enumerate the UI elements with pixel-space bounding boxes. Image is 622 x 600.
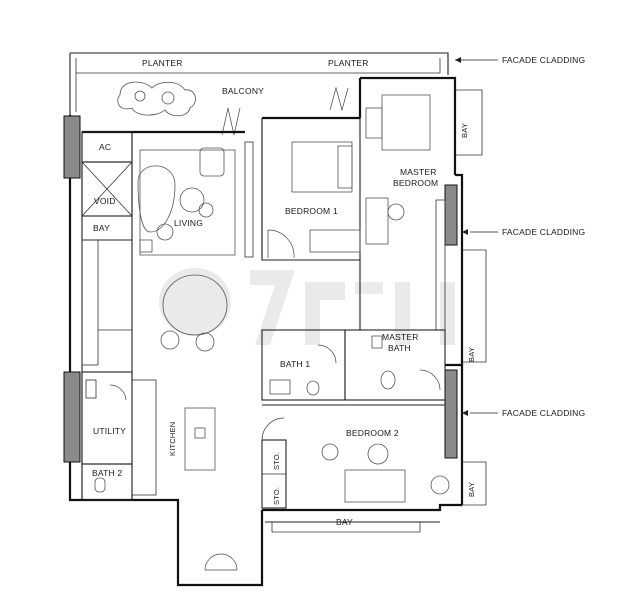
label-bay-right-bottom: BAY: [467, 482, 476, 497]
facade-cladding: [63, 115, 458, 463]
label-bath2: BATH 2: [92, 468, 122, 478]
label-bedroom2: BEDROOM 2: [346, 428, 399, 438]
room-labels: PLANTER PLANTER BALCONY AC VOID BAY LIVI…: [92, 58, 476, 527]
label-living: LIVING: [174, 218, 203, 228]
label-master-bedroom-2: BEDROOM: [393, 178, 438, 188]
label-bay-master: BAY: [460, 123, 469, 138]
annotation-facade-cladding-middle: FACADE CLADDING: [502, 227, 585, 237]
label-balcony: BALCONY: [222, 86, 264, 96]
living-furniture: [137, 141, 254, 352]
label-master-bath-1: MASTER: [382, 332, 419, 342]
watermark-logo: [159, 268, 455, 345]
balcony-area: [69, 52, 449, 136]
label-bay-bottom: BAY: [336, 517, 353, 527]
label-planter-right: PLANTER: [328, 58, 369, 68]
bedroom2-block: [261, 404, 450, 509]
label-bedroom1: BEDROOM 1: [285, 206, 338, 216]
label-bath1: BATH 1: [280, 359, 310, 369]
leader-lines: [455, 57, 498, 416]
label-void: VOID: [94, 196, 116, 206]
bay-windows: [271, 89, 487, 533]
annotation-labels: FACADE CLADDING FACADE CLADDING FACADE C…: [502, 55, 585, 418]
label-sto-upper: STO.: [272, 452, 281, 470]
label-bay-left: BAY: [93, 223, 110, 233]
label-master-bedroom-1: MASTER: [400, 167, 437, 177]
bedroom1-block: [261, 118, 361, 261]
label-sto-lower: STO.: [272, 487, 281, 505]
annotation-facade-cladding-bottom: FACADE CLADDING: [502, 408, 585, 418]
service-spaces: [81, 131, 216, 501]
label-kitchen: KITCHEN: [168, 422, 177, 456]
main-entrance: [204, 553, 238, 571]
annotation-facade-cladding-top: FACADE CLADDING: [502, 55, 585, 65]
bath1-block: [261, 329, 346, 401]
label-planter-left: PLANTER: [142, 58, 183, 68]
label-utility: UTILITY: [93, 426, 126, 436]
label-master-bath-2: BATH: [388, 343, 411, 353]
label-ac: AC: [99, 142, 111, 152]
label-bay-right-mid: BAY: [467, 347, 476, 362]
